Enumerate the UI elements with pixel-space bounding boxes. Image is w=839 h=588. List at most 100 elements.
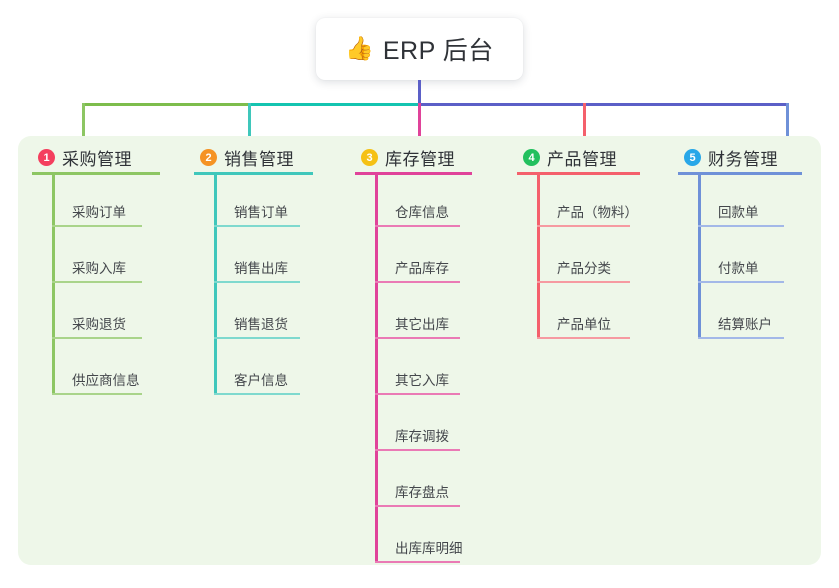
- module-item-rule: [537, 281, 630, 283]
- module-item-label: 付款单: [718, 261, 759, 276]
- module-title-3: 库存管理: [385, 150, 455, 169]
- module-item-label: 销售退货: [234, 317, 288, 332]
- module-item[interactable]: 产品单位: [537, 299, 640, 339]
- module-badge-5: 5: [684, 149, 701, 166]
- module-item-rule: [52, 337, 142, 339]
- module-item-rule: [214, 281, 300, 283]
- module-item[interactable]: 客户信息: [214, 355, 310, 395]
- module-item[interactable]: 出库库明细: [375, 523, 470, 563]
- module-item[interactable]: 库存盘点: [375, 467, 470, 507]
- module-header-rule-2: [194, 172, 313, 175]
- module-header-2[interactable]: 2 销售管理: [200, 145, 294, 170]
- module-item-rule: [537, 225, 630, 227]
- module-item[interactable]: 付款单: [698, 243, 794, 283]
- module-header-4[interactable]: 4 产品管理: [523, 145, 617, 170]
- module-item-rule: [537, 337, 630, 339]
- module-item-label: 产品单位: [557, 317, 611, 332]
- module-title-4: 产品管理: [547, 150, 617, 169]
- module-item-label: 仓库信息: [395, 205, 449, 220]
- root-node[interactable]: 👍 ERP 后台: [316, 18, 523, 80]
- module-item-label: 产品库存: [395, 261, 449, 276]
- module-header-rule-4: [517, 172, 640, 175]
- module-item[interactable]: 产品（物料）: [537, 187, 640, 227]
- module-item-rule: [52, 281, 142, 283]
- module-item-rule: [698, 281, 784, 283]
- module-item[interactable]: 销售退货: [214, 299, 310, 339]
- module-item-label: 供应商信息: [72, 373, 140, 388]
- module-item[interactable]: 产品分类: [537, 243, 640, 283]
- module-spine-3: [375, 173, 378, 563]
- module-column-2: 2 销售管理销售订单销售出库销售退货客户信息: [180, 136, 341, 565]
- module-header-rule-1: [32, 172, 160, 175]
- module-item[interactable]: 销售出库: [214, 243, 310, 283]
- module-item-label: 回款单: [718, 205, 759, 220]
- module-item-label: 库存调拨: [395, 429, 449, 444]
- drop-connector-5: [786, 103, 789, 145]
- module-item-rule: [375, 337, 460, 339]
- module-title-2: 销售管理: [224, 150, 294, 169]
- module-item-rule: [375, 281, 460, 283]
- thumbs-up-icon: 👍: [345, 34, 374, 61]
- module-spine-2: [214, 173, 217, 395]
- module-spine-5: [698, 173, 701, 339]
- module-item[interactable]: 采购入库: [52, 243, 152, 283]
- module-item-label: 其它入库: [395, 373, 449, 388]
- module-item-rule: [375, 561, 460, 563]
- module-item-rule: [214, 393, 300, 395]
- module-item-label: 库存盘点: [395, 485, 449, 500]
- module-item[interactable]: 供应商信息: [52, 355, 152, 395]
- module-item-rule: [375, 225, 460, 227]
- module-header-rule-3: [355, 172, 472, 175]
- module-column-3: 3 库存管理仓库信息产品库存其它出库其它入库库存调拨库存盘点出库库明细: [341, 136, 503, 565]
- module-item-rule: [214, 225, 300, 227]
- module-item-rule: [52, 393, 142, 395]
- module-item-rule: [375, 449, 460, 451]
- module-item[interactable]: 其它入库: [375, 355, 470, 395]
- module-header-3[interactable]: 3 库存管理: [361, 145, 455, 170]
- connector-bar-teal: [248, 103, 420, 106]
- module-item[interactable]: 其它出库: [375, 299, 470, 339]
- module-item-label: 采购订单: [72, 205, 126, 220]
- module-item-label: 其它出库: [395, 317, 449, 332]
- drop-connector-1: [82, 103, 85, 145]
- module-spine-4: [537, 173, 540, 339]
- module-item[interactable]: 采购订单: [52, 187, 152, 227]
- module-item[interactable]: 结算账户: [698, 299, 794, 339]
- drop-connector-4: [583, 103, 586, 145]
- root-stem-connector: [418, 80, 421, 106]
- module-badge-2: 2: [200, 149, 217, 166]
- module-item[interactable]: 采购退货: [52, 299, 152, 339]
- drop-connector-2: [248, 103, 251, 145]
- module-item-label: 销售出库: [234, 261, 288, 276]
- connector-bar-blue: [418, 103, 788, 106]
- module-spine-1: [52, 173, 55, 395]
- module-item-label: 客户信息: [234, 373, 288, 388]
- module-item[interactable]: 库存调拨: [375, 411, 470, 451]
- connector-bar-green: [82, 103, 250, 106]
- module-item[interactable]: 产品库存: [375, 243, 470, 283]
- module-item-label: 结算账户: [718, 317, 772, 332]
- module-item[interactable]: 销售订单: [214, 187, 310, 227]
- module-badge-1: 1: [38, 149, 55, 166]
- module-item-rule: [375, 393, 460, 395]
- module-item-label: 采购入库: [72, 261, 126, 276]
- drop-connector-3: [418, 103, 421, 145]
- module-column-4: 4 产品管理产品（物料） 产品分类产品单位: [503, 136, 664, 565]
- module-item-label: 销售订单: [234, 205, 288, 220]
- module-item[interactable]: 回款单: [698, 187, 794, 227]
- module-item-label: 产品（物料）: [557, 205, 638, 220]
- module-item-label: 产品分类: [557, 261, 611, 276]
- module-badge-3: 3: [361, 149, 378, 166]
- module-item-rule: [52, 225, 142, 227]
- module-item[interactable]: 仓库信息: [375, 187, 470, 227]
- module-badge-4: 4: [523, 149, 540, 166]
- root-node-label: ERP 后台: [382, 37, 494, 65]
- module-item-label: 采购退货: [72, 317, 126, 332]
- module-item-rule: [214, 337, 300, 339]
- module-header-rule-5: [678, 172, 802, 175]
